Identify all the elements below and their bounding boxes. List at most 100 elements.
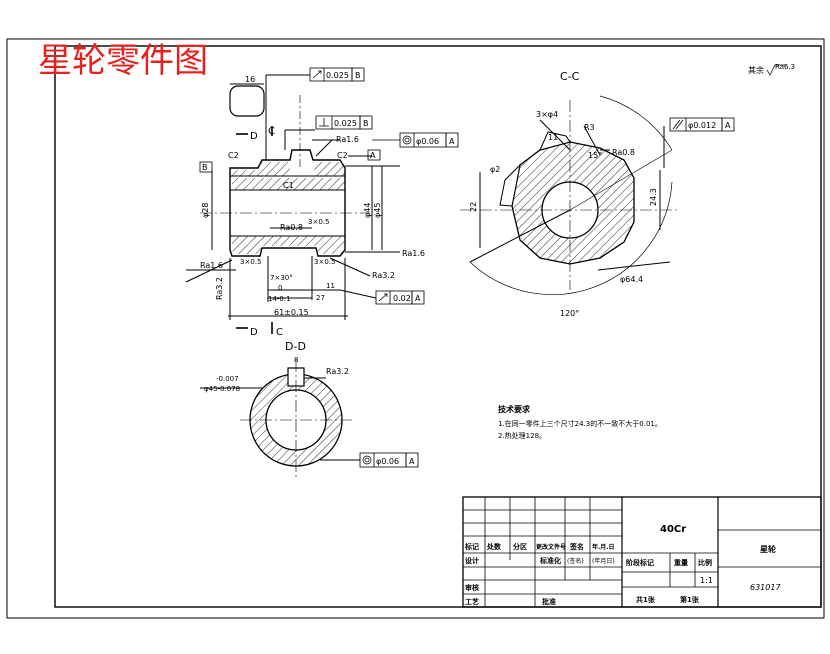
svg-text:(签名): (签名) [567, 557, 584, 565]
svg-text:工艺: 工艺 [465, 597, 479, 606]
cc-dim-r3: R3 [584, 123, 595, 132]
section-cc [460, 95, 680, 295]
svg-text:0.02: 0.02 [393, 294, 411, 303]
section-hatch-lower [232, 236, 345, 254]
section-hatch-upper [232, 162, 345, 176]
dim-zero: 0 [278, 284, 282, 292]
section-mark-c-top: C [268, 126, 275, 137]
section-mark-d-bottom: D [250, 327, 258, 338]
runout-icon [378, 293, 388, 302]
dim-61: 61±0.15 [274, 308, 309, 317]
main-view [185, 74, 400, 334]
shaft-outline [229, 149, 346, 257]
svg-text:0.025: 0.025 [326, 71, 349, 80]
svg-text:签名: 签名 [569, 542, 584, 551]
technical-requirements: 技术要求 1.在同一零件上三个尺寸24.3的不一致不大于0.01。 2.热处理1… [498, 404, 662, 440]
datum-a: A [370, 151, 376, 160]
fcf-parallelism: φ0.012 A [669, 117, 735, 132]
section-mark-c-bottom: C [276, 327, 283, 338]
chamfer-c1: C1 [283, 181, 294, 190]
dim-groove-3: 3×0.5 [314, 258, 335, 266]
roughness-ra16-top: Ra1.6 [336, 135, 359, 144]
dd-dim-8: 8 [294, 356, 298, 364]
svg-text:0.025: 0.025 [334, 119, 357, 128]
svg-text:A: A [415, 294, 421, 303]
section-cc-labels: C-C 3×φ4 11 R3 15° φ2 22 24.3 φ64.4 120°… [469, 70, 658, 318]
svg-text:φ0.06: φ0.06 [416, 137, 439, 146]
cc-dim-11: 11 [548, 133, 558, 142]
fcf-coaxiality-main: φ0.06 A [372, 132, 459, 148]
svg-text:批准: 批准 [542, 597, 556, 606]
svg-text:阶段标记: 阶段标记 [626, 558, 654, 567]
cc-dim-22: 22 [469, 202, 478, 212]
section-mark-d-top: D [250, 131, 258, 142]
perpendicular-icon [319, 118, 329, 127]
roughness-ra16-left: Ra1.6 [200, 261, 223, 270]
cc-dim-angle: 15° [588, 151, 602, 160]
tech-req-line-2: 2.热处理128。 [498, 431, 546, 440]
dim-angle: 7×30° [270, 274, 293, 282]
title-block [462, 496, 822, 608]
svg-text:标记: 标记 [464, 542, 479, 551]
svg-text:标准化: 标准化 [539, 556, 561, 565]
dim-d45: φ45 [373, 203, 382, 218]
coaxiality-icon [402, 135, 412, 145]
fcf-runout-bottom: 0.02 A [375, 290, 425, 305]
svg-text:审核: 审核 [465, 583, 479, 592]
drawing-number: 631017 [750, 583, 781, 592]
svg-text:年.月.日: 年.月.日 [592, 543, 615, 551]
tech-req-heading: 技术要求 [498, 404, 531, 414]
section-cc-title: C-C [560, 70, 580, 83]
dim-11: 11 [326, 282, 335, 290]
cc-roughness-ra08: Ra0.8 [612, 148, 635, 157]
surface-note-value: Ra6.3 [775, 63, 795, 71]
dim-14: 14-0.1 [268, 295, 291, 303]
svg-text:(年月日): (年月日) [592, 557, 615, 565]
roughness-ra16-right: Ra1.6 [402, 249, 425, 258]
chamfer-c2-left: C2 [228, 151, 239, 160]
keyway-top-view [229, 85, 265, 117]
inner-frame [54, 45, 822, 608]
svg-text:B: B [363, 119, 369, 128]
svg-text:第1张: 第1张 [680, 595, 700, 604]
roughness-symbol-icon [766, 64, 785, 76]
runout-icon [312, 70, 322, 79]
svg-text:处数: 处数 [486, 542, 502, 551]
material: 40Cr [660, 524, 686, 535]
svg-text:设计: 设计 [465, 556, 479, 565]
cc-dim-243: 24.3 [649, 188, 658, 206]
cc-dim-d644: φ64.4 [620, 275, 643, 284]
coaxiality-icon [362, 455, 372, 465]
outer-frame [6, 38, 825, 619]
dd-dim-tol: -0.007 [216, 375, 239, 383]
parallel-icon [672, 119, 684, 130]
title-block-text: 40Cr 星轮 631017 标记 处数 分区 更改文件号 签名 年.月.日 设… [464, 524, 781, 606]
roughness-ra08: Ra0.8 [280, 223, 303, 232]
fcf-perpendicularity: 0.025 B [315, 115, 373, 130]
chamfer-c2-right: C2 [337, 151, 348, 160]
part-name: 星轮 [760, 544, 776, 554]
section-dd-title: D-D [285, 340, 306, 353]
dim-groove-2: 3×0.5 [240, 258, 261, 266]
dd-dim-d45: φ45-0.078 [204, 385, 240, 393]
svg-text:比例: 比例 [698, 558, 712, 567]
main-view-labels: 16 D D C C B A C2 C2 C1 φ28 φ44 φ45 3×0.… [200, 75, 425, 338]
cc-dim-120: 120° [560, 309, 579, 318]
drawing-title: 星轮零件图 [38, 41, 208, 81]
svg-text:A: A [449, 137, 455, 146]
svg-text:分区: 分区 [513, 542, 527, 551]
section-hatch-band [232, 178, 345, 190]
dim-16: 16 [245, 75, 255, 84]
surface-note-prefix: 其余 [748, 65, 764, 75]
cc-dim-d2: φ2 [490, 165, 500, 174]
section-dd [200, 360, 360, 480]
svg-text:A: A [409, 457, 415, 466]
datum-b: B [202, 163, 208, 172]
svg-text:φ0.012: φ0.012 [688, 121, 716, 130]
dim-d28: φ28 [201, 203, 210, 218]
cc-dim-holes: 3×φ4 [536, 110, 558, 119]
dim-27: 27 [316, 294, 325, 302]
svg-text:重量: 重量 [674, 558, 688, 567]
svg-text:共1张: 共1张 [636, 595, 656, 604]
